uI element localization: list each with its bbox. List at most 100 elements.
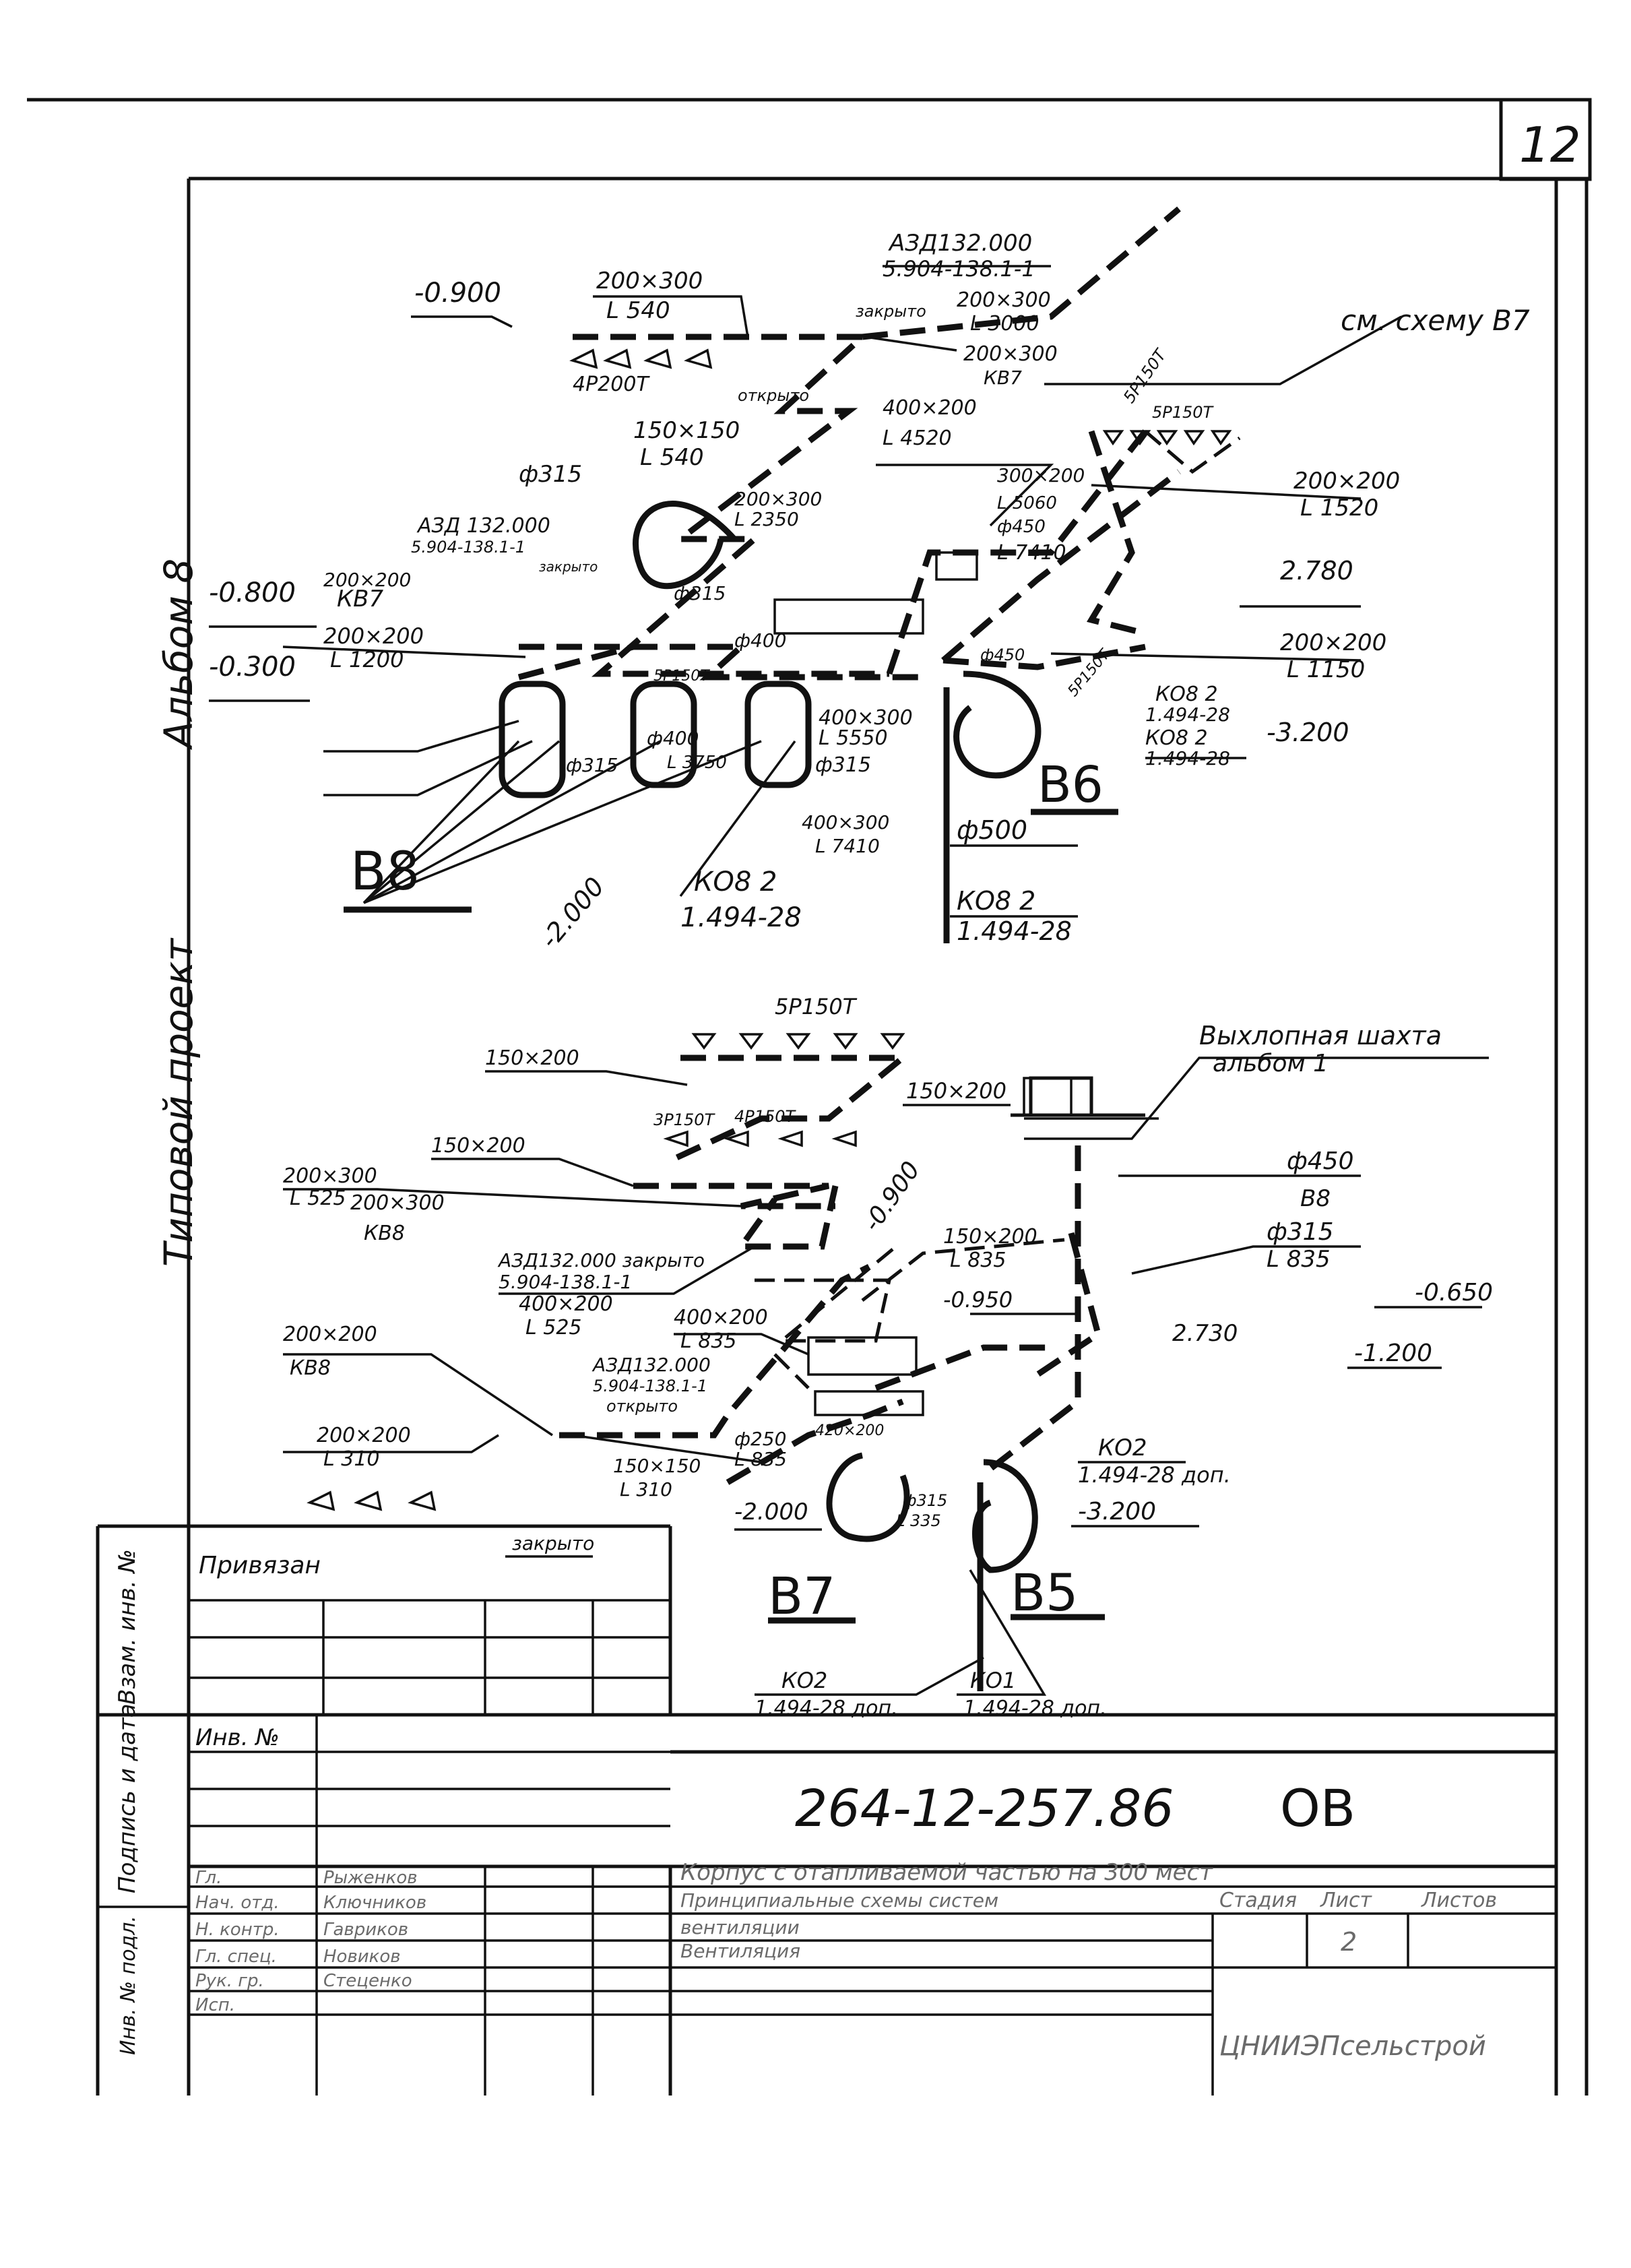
system-b6-label: В6 bbox=[1037, 756, 1104, 814]
sheet-number: 2 bbox=[1341, 1927, 1357, 1957]
valve-label: АЗД 132.000 bbox=[416, 514, 550, 538]
staff-name: Рыженков bbox=[323, 1868, 418, 1888]
diffuser-label: 3Р150Т bbox=[653, 1110, 716, 1129]
duct-size-label: 200×200 bbox=[317, 1424, 411, 1447]
upper-diffusers bbox=[569, 348, 1232, 446]
duct-length-label: L 5550 bbox=[819, 726, 888, 750]
system-b7-label: В7 bbox=[768, 1566, 836, 1626]
sheet-header: Лист bbox=[1320, 1889, 1373, 1912]
diameter-label: ф400 bbox=[734, 629, 786, 652]
duct-length-label: L 525 bbox=[525, 1316, 582, 1340]
staff-name: Гавриков bbox=[323, 1920, 408, 1940]
duct-length-label: L 835 bbox=[680, 1329, 737, 1353]
duct-length-label: L 835 bbox=[1267, 1246, 1331, 1273]
duct-length-label: L 335 bbox=[896, 1511, 941, 1530]
staff-role: Гл. спец. bbox=[195, 1947, 277, 1967]
fan-standard-label: 1.494-28 bbox=[1145, 747, 1230, 769]
diameter-label: ф315 bbox=[1267, 1218, 1334, 1246]
diameter-label: ф450 bbox=[980, 645, 1025, 664]
organization-name: ЦНИИЭПсельстрой bbox=[1219, 2031, 1486, 2062]
valve-code-label: КВ8 bbox=[290, 1356, 331, 1380]
duct-length-label: L 4520 bbox=[883, 427, 952, 450]
diameter-label: ф500 bbox=[957, 815, 1027, 845]
exhaust-shaft bbox=[1011, 1076, 1145, 1117]
system-b5-label: В5 bbox=[1011, 1563, 1079, 1623]
duct-size-label: 400×200 bbox=[883, 396, 977, 420]
diameter-label: ф315 bbox=[566, 754, 618, 776]
duct-size-label: 200×300 bbox=[596, 267, 703, 294]
valve-state-label: закрыто bbox=[512, 1532, 594, 1554]
staff-role: Рук. гр. bbox=[195, 1971, 264, 1991]
upper-annotations: -0.900 200×300 L 540 АЗД132.000 5.904-13… bbox=[209, 230, 1530, 954]
diffuser-label: 4Р200Т bbox=[573, 373, 650, 396]
duct-length-label: L 525 bbox=[290, 1187, 346, 1210]
system-b8-label: В8 bbox=[350, 842, 420, 902]
elev-label: -1.200 bbox=[1354, 1340, 1432, 1367]
valve-standard-label: 5.904-138.1-1 bbox=[593, 1377, 707, 1395]
diameter-label: ф250 bbox=[734, 1428, 786, 1450]
fan-code-label: КО8 2 bbox=[1155, 683, 1218, 706]
elev-label: -2.000 bbox=[734, 1499, 808, 1525]
upper-fans bbox=[499, 670, 1042, 943]
valve-code-label: КВ7 bbox=[984, 367, 1022, 389]
sheets-header: Листов bbox=[1421, 1889, 1497, 1912]
diameter-label: ф315 bbox=[815, 753, 871, 777]
staff-role: Исп. bbox=[195, 1995, 235, 2015]
duct-length-label: L 310 bbox=[323, 1447, 380, 1471]
staff-rows: Гл. Нач. отд. Н. контр. Гл. спец. Рук. г… bbox=[195, 1868, 426, 2015]
staff-name: Новиков bbox=[323, 1947, 401, 1967]
duct-size-label: 200×200 bbox=[283, 1323, 377, 1346]
lower-annotations: 5Р150Т 150×200 150×200 3Р150Т 4Р150Т 150… bbox=[283, 994, 1493, 1720]
fan-standard-label: 1.494-28 доп. bbox=[755, 1697, 898, 1720]
fan-standard-label: 1.494-28 bbox=[957, 916, 1072, 946]
drawing-subtitle-1: Принципиальные схемы систем bbox=[680, 1889, 998, 1912]
elev-label: -3.200 bbox=[1078, 1498, 1156, 1525]
valve-label: АЗД132.000 bbox=[888, 230, 1032, 257]
duct-size-label: 200×300 bbox=[957, 288, 1051, 312]
elev-label: -0.900 bbox=[858, 1157, 926, 1237]
duct-size-label: 150×200 bbox=[943, 1225, 1037, 1249]
valve-standard-label: 5.904-138.1-1 bbox=[411, 538, 525, 557]
document-mark: ОВ bbox=[1280, 1778, 1355, 1838]
valve-state-label: открыто bbox=[738, 386, 809, 405]
elev-label: 2.780 bbox=[1280, 556, 1353, 586]
fan-code-label: КО8 2 bbox=[957, 886, 1035, 916]
diffuser-label: 5Р150Т bbox=[775, 994, 858, 1019]
duct-size-label: 420×200 bbox=[815, 1422, 884, 1439]
sheet-frame bbox=[27, 98, 1592, 2096]
duct-size-label: 200×300 bbox=[350, 1191, 445, 1215]
page-number: 12 bbox=[1519, 117, 1581, 173]
elev-label: 2.730 bbox=[1172, 1320, 1238, 1347]
diameter-label: ф315 bbox=[674, 582, 726, 604]
valve-label: АЗД132.000 закрыто bbox=[497, 1249, 705, 1271]
duct-size-label: 400×200 bbox=[674, 1306, 768, 1329]
inv-number-label: Инв. № bbox=[195, 1724, 280, 1751]
title-block bbox=[96, 1524, 1556, 2096]
staff-role: Гл. bbox=[195, 1868, 222, 1888]
diameter-label: ф450 bbox=[997, 517, 1046, 537]
duct-length-label: L 835 bbox=[950, 1249, 1006, 1272]
duct-length-label: L 540 bbox=[640, 444, 704, 471]
diffuser-label: 5Р150Т bbox=[1120, 345, 1171, 407]
duct-size-label: 400×300 bbox=[819, 706, 913, 730]
duct-size-label: 150×200 bbox=[906, 1078, 1006, 1104]
elev-label: -0.950 bbox=[943, 1287, 1013, 1313]
duct-size-label: 200×200 bbox=[1280, 629, 1386, 656]
drawing-subtitle-2: вентиляции bbox=[680, 1916, 800, 1939]
duct-length-label: L 3000 bbox=[970, 312, 1040, 336]
duct-size-label: 150×150 bbox=[633, 417, 740, 444]
lower-diffusers bbox=[307, 1033, 905, 1511]
duct-size-label: 200×300 bbox=[734, 488, 822, 510]
staff-name: Стеценко bbox=[323, 1971, 412, 1991]
duct-size-label: 200×300 bbox=[283, 1164, 377, 1188]
staff-name: Ключников bbox=[323, 1893, 426, 1913]
lower-leaders bbox=[283, 1057, 1489, 1696]
fan-code-label: КО8 2 bbox=[694, 867, 777, 897]
system-ref-label: В8 bbox=[1300, 1185, 1331, 1212]
staff-role: Н. контр. bbox=[195, 1920, 280, 1940]
duct-length-label: L 5060 bbox=[997, 493, 1057, 513]
see-scheme-label: см. схему В7 bbox=[1341, 304, 1530, 337]
exhaust-shaft-label: Выхлопная шахта bbox=[1199, 1021, 1442, 1050]
duct-length-label: L 7410 bbox=[997, 541, 1066, 565]
